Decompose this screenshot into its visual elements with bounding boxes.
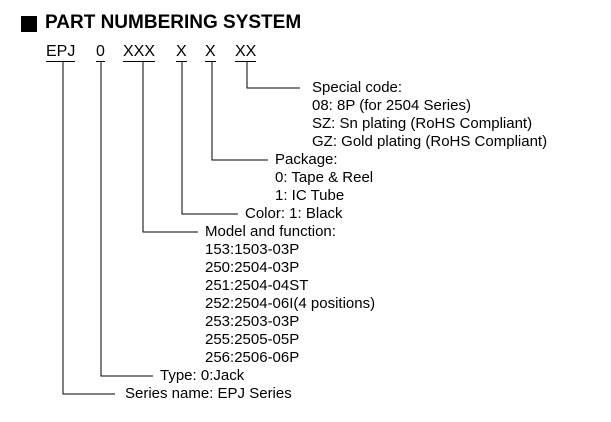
package-item: 1: IC Tube — [275, 187, 345, 204]
special-code-label: Special code: — [312, 79, 403, 96]
special-code-block: Special code: 08: 8P (for 2504 Series) S… — [312, 79, 547, 151]
section-bullet-icon — [21, 16, 37, 32]
model-item: 255:2505-05P — [205, 331, 300, 348]
type-text: Type: 0:Jack — [160, 367, 245, 384]
model-label: Model and function: — [205, 223, 336, 240]
section-title: PART NUMBERING SYSTEM — [45, 12, 302, 33]
special-code-item: SZ: Sn plating (RoHS Compliant) — [312, 115, 533, 132]
code-color: X — [176, 43, 187, 62]
model-item: 251:2504-04ST — [205, 277, 309, 294]
package-block: Package: 0: Tape & Reel 1: IC Tube — [275, 151, 373, 205]
series-text: Series name: EPJ Series — [125, 385, 292, 402]
model-item: 252:2504-06I(4 positions) — [205, 295, 376, 312]
code-special: XX — [235, 43, 257, 62]
model-item: 256:2506-06P — [205, 349, 300, 366]
package-item: 0: Tape & Reel — [275, 169, 374, 186]
code-type: 0 — [96, 43, 105, 62]
special-code-item: GZ: Gold plating (RoHS Compliant) — [312, 133, 548, 150]
code-model: XXX — [123, 43, 156, 62]
code-package: X — [205, 43, 216, 62]
model-item: 153:1503-03P — [205, 241, 300, 258]
model-item: 250:2504-03P — [205, 259, 300, 276]
package-label: Package: — [275, 151, 338, 168]
color-text: Color: 1: Black — [245, 205, 343, 222]
special-code-item: 08: 8P (for 2504 Series) — [312, 97, 471, 114]
model-item: 253:2503-03P — [205, 313, 300, 330]
model-block: Model and function: 153:1503-03P 250:250… — [205, 223, 375, 367]
code-series: EPJ — [46, 43, 76, 62]
